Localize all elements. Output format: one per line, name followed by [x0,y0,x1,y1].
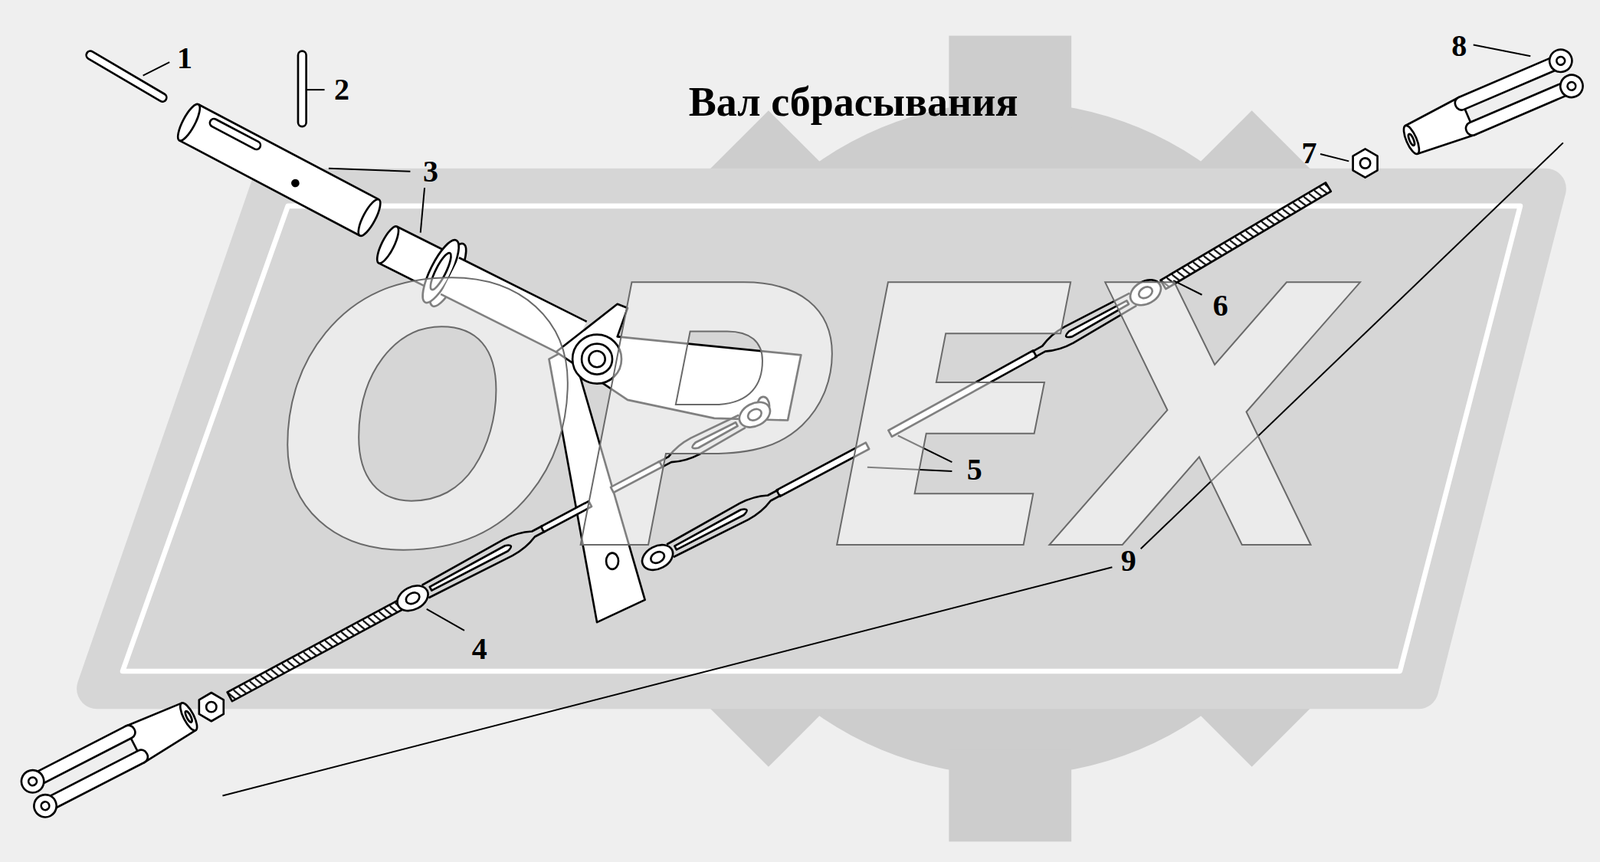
leader-lines [143,45,1564,797]
shaft-assembly [17,45,1587,821]
logo-band [97,188,1547,689]
nut [199,692,224,722]
nut [1353,148,1378,178]
pin [298,51,307,128]
tube [173,101,385,239]
watermark: OPEX [274,240,1338,601]
diagram-title: Вал сбрасывания [688,81,1019,123]
callout-number: 2 [334,74,350,105]
callout-number: 5 [967,454,983,486]
callout-number: 1 [177,42,193,74]
threaded-rod [227,600,404,702]
callout-number: 7 [1301,137,1317,169]
callout-number: 4 [472,633,488,665]
callout-number: 6 [1213,290,1229,322]
pin [85,49,169,104]
logo-band-outline [122,206,1521,672]
callout-number: 9 [1121,545,1137,577]
callout-number: 3 [422,156,439,187]
fork [17,691,205,821]
callout-number: 8 [1451,30,1467,62]
